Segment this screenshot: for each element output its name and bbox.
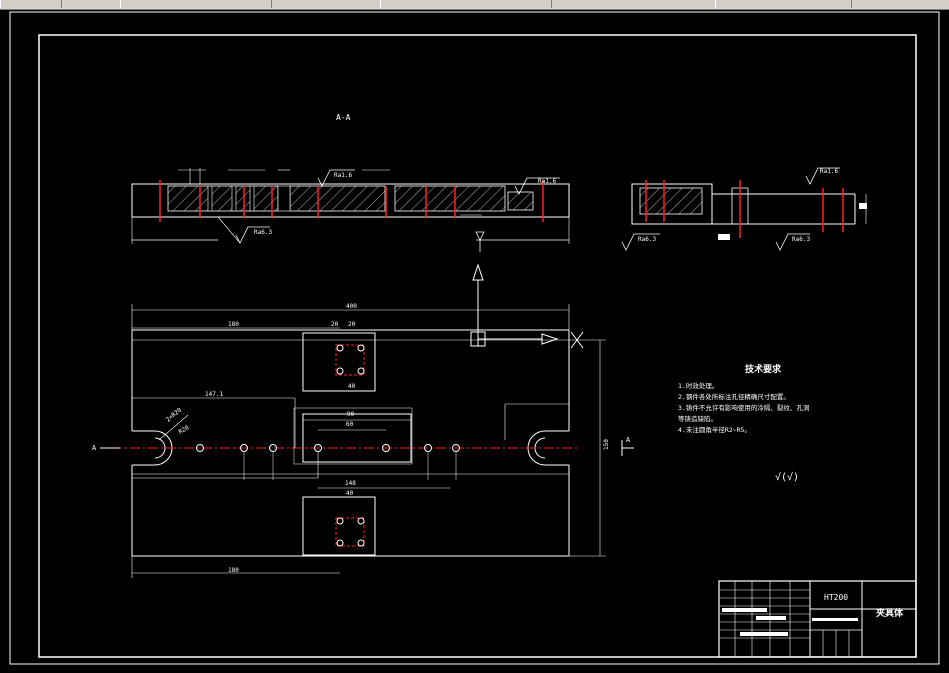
tech-note: 等铸造缺陷。: [678, 414, 717, 423]
roughness-label: Ra1.6: [334, 172, 352, 179]
tech-note: 4.未注圆角半径R2~R5。: [678, 425, 751, 434]
tech-note: 3.铸件不允许有影响使用的冷隔、裂纹、孔洞: [678, 403, 810, 412]
cad-drawing: A-A Ra1.6 Ra1.6: [9, 11, 940, 665]
dim-small: 20: [331, 321, 339, 328]
roughness-label: Ra6.3: [254, 229, 272, 236]
tech-note: 2.钢件各处所标注孔径精确尺寸配置。: [678, 392, 790, 401]
toolbar-segment[interactable]: [380, 0, 552, 8]
section-title: A-A: [336, 113, 351, 122]
ucs-axes-icon: [470, 263, 584, 349]
roughness-label: Ra6.3: [792, 236, 810, 243]
side-view-right: Ra1.6 Ra6.3 Ra6.3: [621, 167, 867, 251]
titleblock-material: HT200: [824, 593, 848, 602]
roughness-label: Ra6.3: [638, 236, 656, 243]
dim-90: 90: [347, 411, 355, 418]
toolbar-segment[interactable]: [0, 0, 62, 8]
dim-40b: 40: [346, 490, 354, 497]
dim-bottom: 180: [228, 567, 239, 574]
cad-drawing-canvas[interactable]: A-A Ra1.6 Ra1.6: [0, 10, 949, 673]
roughness-label: Ra1.6: [538, 178, 556, 185]
roughness-label: Ra1.6: [820, 168, 838, 175]
dim-60: 60: [346, 421, 354, 428]
tech-title: 技术要求: [745, 363, 782, 375]
technical-requirements: 技术要求 1.时效处理。 2.钢件各处所标注孔径精确尺寸配置。 3.铸件不允许有…: [678, 363, 810, 483]
outer-frame: [9, 11, 940, 665]
toolbar-segment[interactable]: [120, 0, 272, 8]
roughness-symbol: √(√): [775, 471, 799, 483]
plan-view: [100, 304, 634, 578]
toolbar-segment[interactable]: [715, 0, 852, 8]
dim-left-top: 180: [228, 321, 239, 328]
section-marker-right: A: [626, 436, 631, 444]
dim-147: 147.1: [205, 391, 223, 398]
title-block: HT200 夹具体: [718, 580, 917, 658]
dim-angle: 2×R20: [165, 406, 184, 423]
dim-overall-width: 400: [346, 303, 357, 310]
dim-40: 40: [348, 383, 356, 390]
dim-radius: R20: [178, 424, 191, 436]
dim-148: 148: [345, 480, 356, 487]
section-marker-left: A: [92, 444, 97, 452]
section-view-left: Ra1.6 Ra1.6 Ra6.3: [131, 168, 570, 252]
tech-note: 1.时效处理。: [678, 381, 718, 390]
dim-small: 20: [348, 321, 356, 328]
inner-frame: [38, 34, 917, 658]
titleblock-part-name: 夹具体: [876, 607, 904, 619]
window-toolbar: [0, 0, 949, 10]
dim-vertical: 150: [603, 439, 610, 450]
